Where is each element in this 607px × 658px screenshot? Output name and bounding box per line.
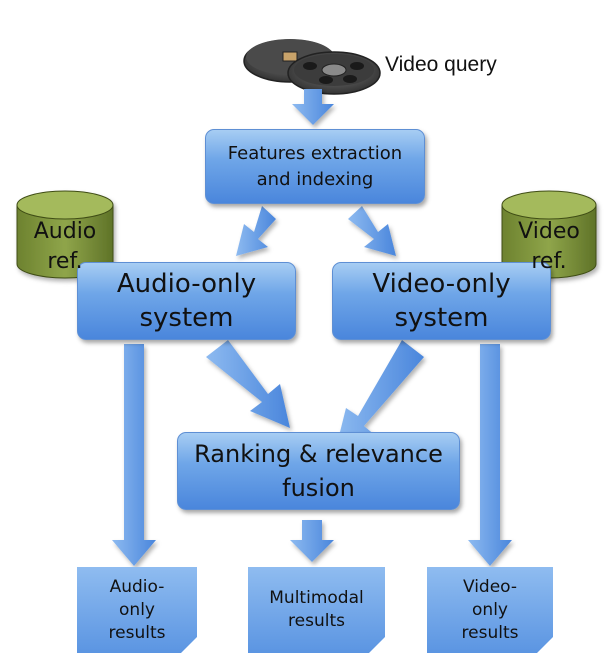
video-results-line-1: Video-	[462, 576, 518, 597]
arrow-query-to-features	[292, 89, 334, 125]
audio-system-line-1: Audio-only	[116, 269, 257, 299]
video-only-system-box: Video-only system	[332, 262, 551, 340]
audio-ref-label: Audio ref.	[17, 217, 113, 277]
ranking-fusion-box: Ranking & relevance fusion	[177, 432, 460, 510]
fusion-line-2: fusion	[282, 474, 355, 502]
arrow-audio-to-fusion	[206, 340, 290, 428]
audio-ref-database	[16, 190, 114, 279]
audio-only-system-box: Audio-only system	[77, 262, 296, 340]
arrow-video-to-fusion	[336, 340, 424, 448]
fusion-line-1: Ranking & relevance	[194, 440, 443, 468]
arrow-features-to-video	[348, 206, 396, 256]
audio-results-line-1: Audio-	[109, 576, 165, 597]
film-reels-icon	[243, 39, 381, 95]
audio-results-line-2: only	[119, 599, 155, 620]
video-only-results-note: Video- only results	[427, 567, 553, 653]
audio-system-line-2: system	[139, 303, 234, 333]
arrow-features-to-audio	[236, 206, 276, 256]
features-line-2: and indexing	[256, 168, 374, 190]
video-ref-label: Video ref.	[502, 217, 596, 277]
video-results-line-3: results	[461, 622, 519, 643]
features-line-1: Features extraction	[227, 142, 403, 164]
audio-ref-line-1: Audio	[33, 219, 97, 244]
video-ref-line-1: Video	[518, 219, 580, 244]
audio-ref-line-2: ref.	[47, 249, 83, 274]
video-ref-line-2: ref.	[531, 249, 567, 274]
video-system-line-2: system	[394, 303, 489, 333]
arrow-audio-to-results	[112, 344, 156, 566]
video-ref-database	[501, 190, 597, 279]
audio-only-results-note: Audio- only results	[77, 567, 197, 653]
multimodal-results-line-2: results	[288, 611, 345, 631]
video-results-line-2: only	[472, 599, 508, 620]
features-extraction-box: Features extraction and indexing	[205, 129, 425, 204]
multimodal-results-note: Multimodal results	[248, 567, 385, 653]
video-system-line-1: Video-only	[372, 269, 511, 299]
video-query-label: Video query	[385, 53, 497, 76]
arrow-video-to-results	[468, 344, 512, 566]
audio-results-line-3: results	[108, 622, 166, 643]
multimodal-results-line-1: Multimodal	[269, 588, 364, 608]
arrow-fusion-to-multimodal	[290, 520, 334, 562]
